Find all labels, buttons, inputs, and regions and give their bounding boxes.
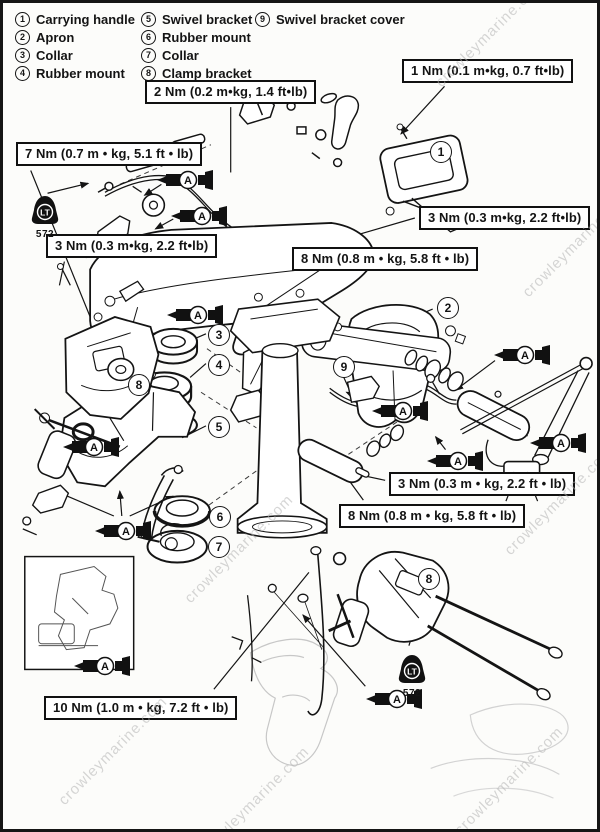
stand-inset (24, 555, 135, 671)
svg-text:LT: LT (40, 208, 51, 218)
loctite-bell-icon: LT (398, 655, 426, 683)
grease-A-icon: A (63, 436, 119, 463)
grease-A-icon: A (167, 304, 223, 331)
torque-callout-8nm-center: 8 Nm (0.8 m • kg, 5.8 ft • lb) (292, 247, 479, 271)
damper-piston (297, 424, 405, 484)
legend-label: Collar (162, 48, 199, 63)
legend-item-rubber-mount: 4 Rubber mount (15, 65, 135, 82)
lower-unit-ghost-outline (249, 638, 569, 799)
legend-item-rubber-mount-2: 6 Rubber mount (141, 29, 252, 46)
legend-label: Collar (36, 48, 73, 63)
bottom-rods (231, 546, 325, 716)
loctite-bell-icon: LT (31, 196, 59, 224)
grease-A-icon: A (372, 400, 428, 427)
svg-text:LT: LT (407, 667, 418, 677)
part-balloon-8-right: 8 (418, 568, 440, 590)
grease-A-icon: A (95, 520, 151, 547)
part-balloon-4: 4 (208, 354, 230, 376)
svg-text:A: A (101, 661, 109, 673)
grease-A-icon: A (74, 655, 130, 682)
legend-num-3: 3 (15, 48, 30, 63)
torque-callout-3nm-left: 3 Nm (0.3 m•kg, 2.2 ft•lb) (46, 234, 218, 258)
legend-num-9: 9 (255, 12, 270, 27)
svg-text:A: A (194, 310, 202, 322)
legend-num-1: 1 (15, 12, 30, 27)
part-balloon-2: 2 (437, 297, 459, 319)
legend-label: Carrying handle (36, 12, 135, 27)
torque-callout-10nm: 10 Nm (1.0 m • kg, 7.2 ft • lb) (44, 696, 238, 720)
clamp-bracket-right (328, 550, 563, 701)
legend-label: Rubber mount (162, 30, 251, 45)
svg-text:A: A (521, 350, 529, 362)
legend-num-7: 7 (141, 48, 156, 63)
svg-text:A: A (122, 526, 130, 538)
part-balloon-5: 5 (208, 416, 230, 438)
torque-callout-8nm-lower: 8 Nm (0.8 m • kg, 5.8 ft • lb) (339, 504, 526, 528)
legend-item-collar-2: 7 Collar (141, 47, 252, 64)
torque-callout-3nm-right: 3 Nm (0.3 m•kg, 2.2 ft•lb) (419, 206, 591, 230)
legend-num-5: 5 (141, 12, 156, 27)
legend-item-swivel-bracket-cover: 9 Swivel bracket cover (255, 11, 405, 28)
loctite-number: 572 (402, 688, 422, 699)
loctite-572-symbol: LT 572 (395, 654, 429, 699)
grease-A-icon: A (366, 688, 422, 715)
legend-column-3: 9 Swivel bracket cover (255, 11, 405, 28)
legend-label: Apron (36, 30, 75, 45)
loctite-572-symbol: LT 572 (28, 195, 62, 240)
torque-callout-3nm-lower: 3 Nm (0.3 m • kg, 2.2 ft • lb) (389, 472, 576, 496)
torque-callout-1nm: 1 Nm (0.1 m•kg, 0.7 ft•lb) (402, 59, 574, 83)
svg-text:A: A (198, 211, 206, 223)
legend-label: Swivel bracket cover (276, 12, 405, 27)
legend-item-apron: 2 Apron (15, 29, 135, 46)
legend-label: Swivel bracket (162, 12, 253, 27)
grease-A-icon: A (171, 205, 227, 232)
torque-callout-2nm: 2 Nm (0.2 m•kg, 1.4 ft•lb) (145, 80, 317, 104)
grease-A-icon: A (157, 169, 213, 196)
torque-callout-7nm: 7 Nm (0.7 m • kg, 5.1 ft • lb) (16, 142, 203, 166)
swivel-tube (229, 288, 341, 539)
lower-mounts (146, 495, 212, 564)
part-balloon-3: 3 (208, 324, 230, 346)
legend-label: Rubber mount (36, 66, 125, 81)
legend-column-2: 5 Swivel bracket 6 Rubber mount 7 Collar… (141, 11, 252, 82)
part-balloon-6: 6 (209, 506, 231, 528)
legend-num-4: 4 (15, 66, 30, 81)
legend-item-carrying-handle: 1 Carrying handle (15, 11, 135, 28)
part-balloon-8-left: 8 (128, 374, 150, 396)
svg-text:A: A (399, 406, 407, 418)
part-balloon-9: 9 (333, 356, 355, 378)
grease-A-icon: A (427, 450, 483, 477)
svg-text:A: A (393, 694, 401, 706)
svg-text:A: A (90, 442, 98, 454)
part-balloon-1: 1 (430, 141, 452, 163)
legend-item-clamp-bracket: 8 Clamp bracket (141, 65, 252, 82)
legend-num-8: 8 (141, 66, 156, 81)
svg-text:A: A (184, 175, 192, 187)
grease-A-icon: A (530, 432, 586, 459)
grease-A-icon: A (494, 344, 550, 371)
legend-column-1: 1 Carrying handle 2 Apron 3 Collar 4 Rub… (15, 11, 135, 82)
tilt-stand (22, 464, 184, 543)
part-balloon-7: 7 (208, 536, 230, 558)
legend-item-swivel-bracket: 5 Swivel bracket (141, 11, 252, 28)
legend-item-collar: 3 Collar (15, 47, 135, 64)
svg-text:A: A (557, 438, 565, 450)
legend-num-6: 6 (141, 30, 156, 45)
svg-text:A: A (454, 456, 462, 468)
loctite-number: 572 (35, 229, 55, 240)
legend-num-2: 2 (15, 30, 30, 45)
legend-label: Clamp bracket (162, 66, 252, 81)
